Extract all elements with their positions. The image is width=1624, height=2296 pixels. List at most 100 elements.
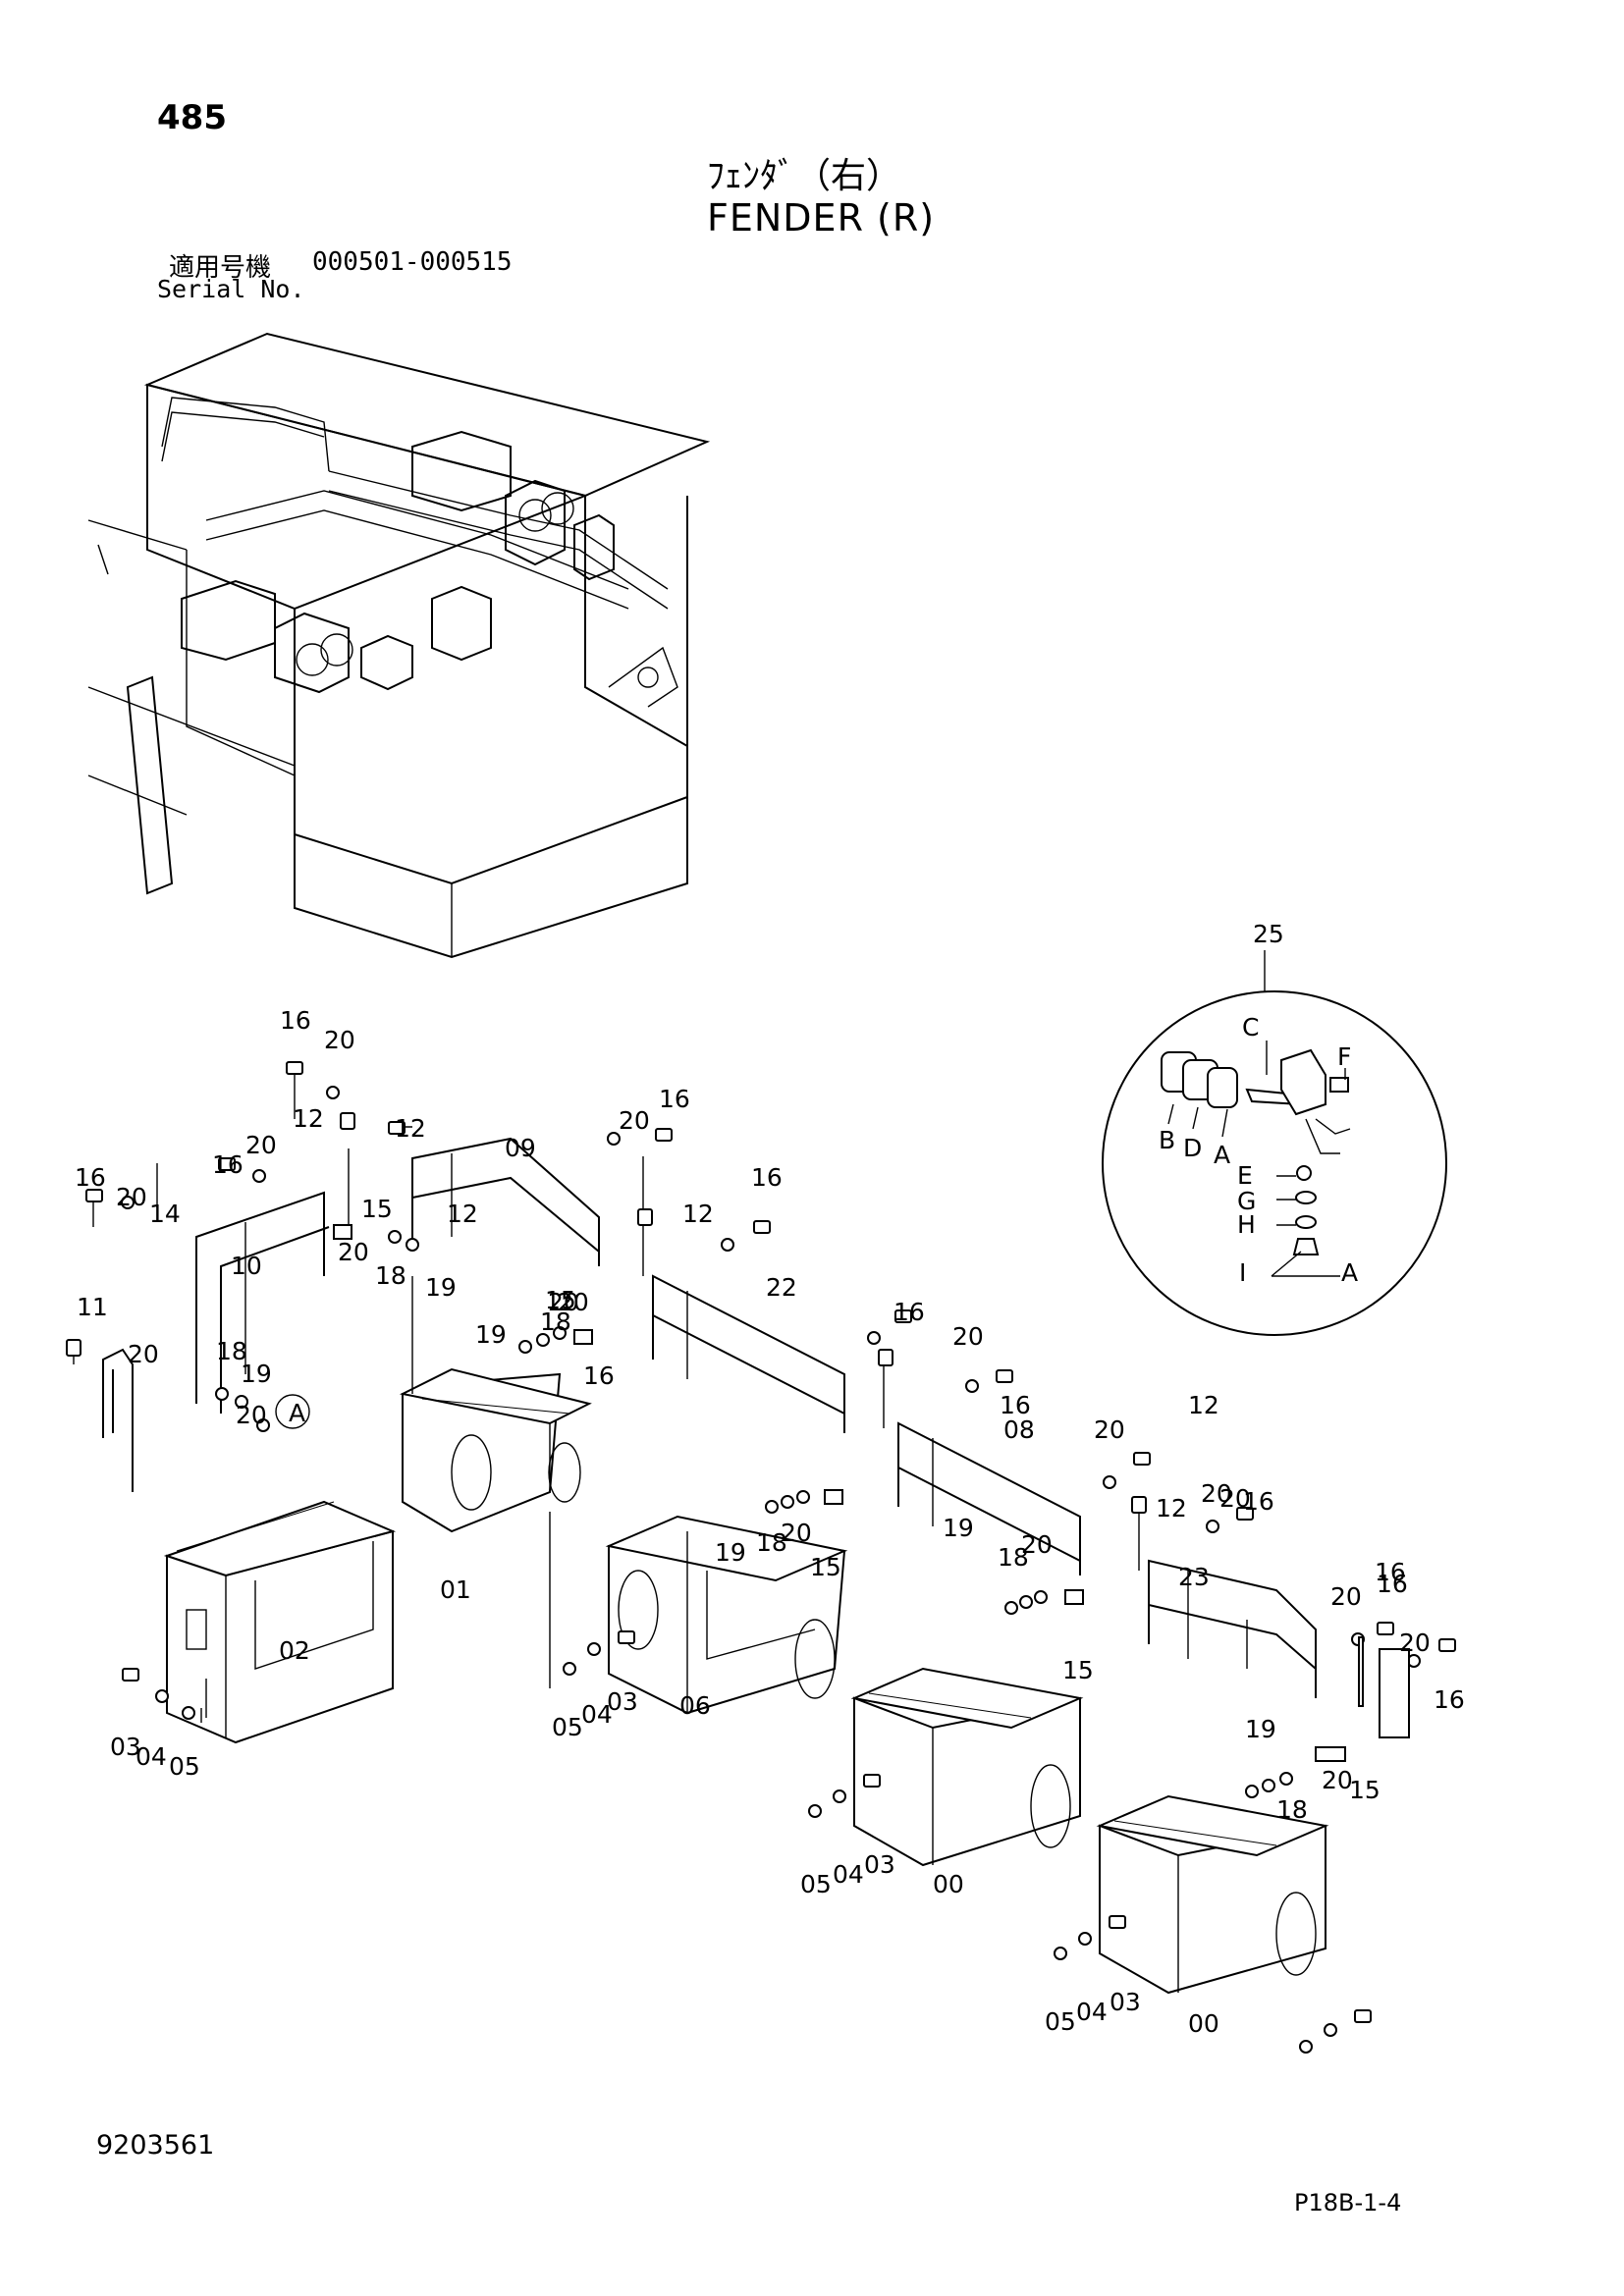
callout-label: 18: [998, 1543, 1029, 1572]
detail-view-25: [1102, 950, 1447, 1336]
detail-letter-h: H: [1237, 1210, 1256, 1239]
callout-label: 20: [952, 1322, 984, 1351]
callout-label: 20: [116, 1183, 147, 1211]
callout-label: 20: [558, 1288, 589, 1316]
page-title: FENDER (R): [707, 196, 936, 240]
callout-label: 16: [1000, 1391, 1031, 1419]
callout-label: 12: [395, 1114, 426, 1143]
callout-label: 19: [715, 1538, 746, 1567]
callout-label: 04: [135, 1742, 167, 1771]
callout-label: 20: [128, 1340, 159, 1368]
callout-label: 12: [1156, 1494, 1187, 1522]
fastener-symbols: [66, 1061, 1456, 2054]
handrail-part-11: [102, 1348, 134, 1492]
callout-label: 23: [1178, 1563, 1210, 1591]
callout-label: 16: [212, 1150, 244, 1179]
callout-label: 16: [1377, 1570, 1408, 1598]
handrail-part-10: [195, 1191, 330, 1414]
callout-label: 19: [475, 1320, 507, 1349]
callout-label: 16: [893, 1298, 925, 1326]
page-code: P18B-1-4: [1294, 2189, 1402, 2216]
callout-label: 00: [1188, 2009, 1219, 2038]
callout-label: 18: [756, 1528, 787, 1557]
callout-label: 12: [447, 1200, 478, 1228]
callout-label: 18: [540, 1308, 571, 1336]
callout-label: 20: [1330, 1582, 1362, 1611]
callout-label: 14: [149, 1200, 181, 1228]
detail-ref-label: 25: [1253, 920, 1284, 948]
callout-label: 04: [833, 1860, 864, 1889]
callout-label: 18: [1276, 1795, 1308, 1824]
detail-letter-f: F: [1337, 1042, 1351, 1071]
callout-label: 16: [583, 1362, 615, 1390]
detail-letter-e: E: [1237, 1161, 1253, 1190]
callout-label: 16: [75, 1163, 106, 1192]
detail-letter-i: I: [1239, 1258, 1246, 1287]
fender-part-02: [163, 1500, 397, 1744]
callout-label: 03: [864, 1850, 895, 1879]
callout-label: 02: [279, 1636, 310, 1665]
callout-label: 20: [1021, 1530, 1053, 1559]
fender-part-01: [399, 1367, 592, 1533]
callout-label: 20: [324, 1026, 355, 1054]
callout-label: 20: [1201, 1479, 1232, 1508]
callout-label: 20: [1322, 1766, 1353, 1794]
callout-label: 06: [679, 1691, 711, 1720]
callout-label: 20: [1219, 1484, 1251, 1513]
callout-label: 05: [169, 1752, 200, 1781]
callout-label: 20: [781, 1519, 812, 1547]
callout-label: 15: [1062, 1656, 1094, 1684]
callout-label: 18: [375, 1261, 406, 1290]
detail-letter-b: B: [1159, 1126, 1175, 1154]
callout-label: 20: [619, 1106, 650, 1135]
handrail-part-08: [897, 1421, 1081, 1575]
detail-letter-c: C: [1242, 1013, 1259, 1041]
callout-label: 15: [810, 1553, 841, 1581]
handrail-part-23: [1148, 1559, 1317, 1698]
callout-label: 20: [1094, 1415, 1125, 1444]
callout-label: 03: [1110, 1988, 1141, 2016]
callout-label: 20: [245, 1131, 277, 1159]
callout-label: 09: [505, 1134, 536, 1162]
detail-letter-a: A: [1214, 1141, 1230, 1169]
callout-label: 15: [361, 1195, 393, 1223]
fender-part-00-a: [850, 1667, 1084, 1867]
callout-label: 08: [1003, 1415, 1035, 1444]
callout-label: 16: [280, 1006, 311, 1035]
page-number: 485: [157, 98, 227, 137]
callout-label: 00: [933, 1870, 964, 1898]
callout-label: 05: [552, 1713, 583, 1741]
drawing-number: 9203561: [96, 2130, 215, 2161]
callout-label: 16: [1434, 1685, 1465, 1714]
callout-label: 15: [545, 1286, 576, 1314]
callout-label: 16: [751, 1163, 783, 1192]
detail-callout-labels: 25 C F B D A E G H I A: [1159, 920, 1358, 1287]
handrail-part-22: [652, 1274, 845, 1433]
serial-range: 000501-000515: [312, 247, 513, 277]
callout-label: 19: [241, 1360, 272, 1388]
callout-label: 10: [231, 1252, 262, 1280]
callout-label: 22: [766, 1273, 797, 1302]
machine-overview-illustration: [87, 332, 711, 959]
callout-label: 12: [293, 1104, 324, 1133]
callout-label: 04: [1076, 1998, 1108, 2026]
callout-label: A: [289, 1399, 305, 1427]
detail-letter-g: G: [1237, 1187, 1256, 1215]
serial-label: Serial No.: [157, 275, 305, 303]
callout-label: 12: [682, 1200, 714, 1228]
callout-label: 16: [659, 1085, 690, 1113]
callout-label: 16: [1243, 1487, 1274, 1516]
callout-label: 19: [1245, 1715, 1276, 1743]
callout-label: 04: [581, 1700, 613, 1729]
callout-label: 01: [440, 1575, 471, 1604]
callout-label: 20: [338, 1238, 369, 1266]
callout-label: 03: [110, 1733, 141, 1761]
callout-label: 05: [800, 1870, 832, 1898]
serial-label-japanese: 適用号機: [169, 253, 272, 283]
callout-label: 19: [425, 1273, 457, 1302]
fender-part-00-b: [1096, 1794, 1329, 1995]
callout-label: 16: [1375, 1558, 1406, 1586]
callout-label: 20: [548, 1288, 579, 1316]
